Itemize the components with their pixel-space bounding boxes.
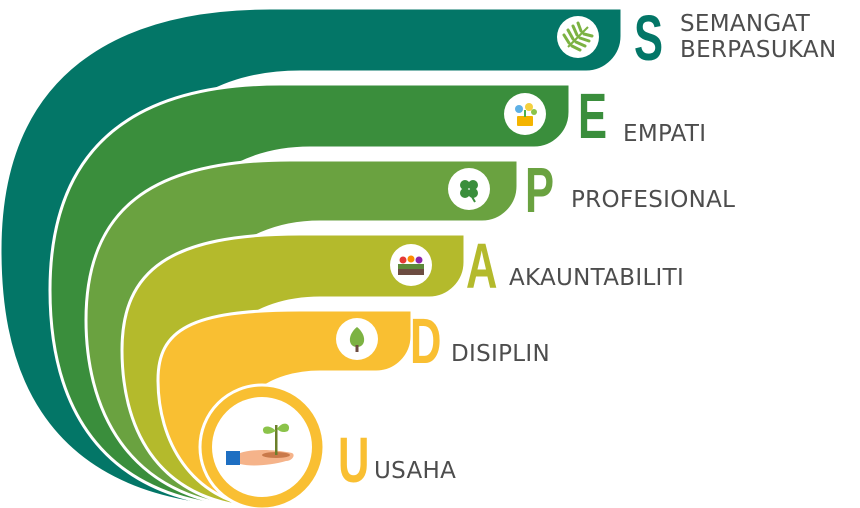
- letter-u: U: [338, 424, 370, 496]
- word-berpasukan: BERPASUKAN: [680, 36, 837, 63]
- word-akauntabiliti: AKAUNTABILITI: [509, 265, 685, 291]
- fern-leaf-icon: [557, 16, 599, 58]
- letter-e: E: [578, 80, 608, 152]
- word-disiplin: DISIPLIN: [451, 341, 550, 367]
- letter-d: D: [410, 305, 442, 377]
- letter-p: P: [525, 154, 555, 226]
- tree-icon: [336, 318, 378, 360]
- flower-box-icon: [390, 244, 432, 286]
- word-semangat-berpasukan: SEMANGAT BERPASUKAN: [680, 11, 837, 64]
- letter-a: A: [466, 230, 498, 302]
- clover-icon: [448, 168, 490, 210]
- hand-seedling-icon: [226, 423, 294, 466]
- circle-usaha-inner: [212, 397, 312, 497]
- flower-pot-icon: [504, 93, 546, 135]
- word-empati: EMPATI: [623, 121, 707, 147]
- word-semangat: SEMANGAT: [680, 11, 811, 37]
- word-profesional: PROFESIONAL: [571, 187, 736, 213]
- letter-s: S: [634, 2, 664, 74]
- word-usaha: USAHA: [374, 458, 457, 484]
